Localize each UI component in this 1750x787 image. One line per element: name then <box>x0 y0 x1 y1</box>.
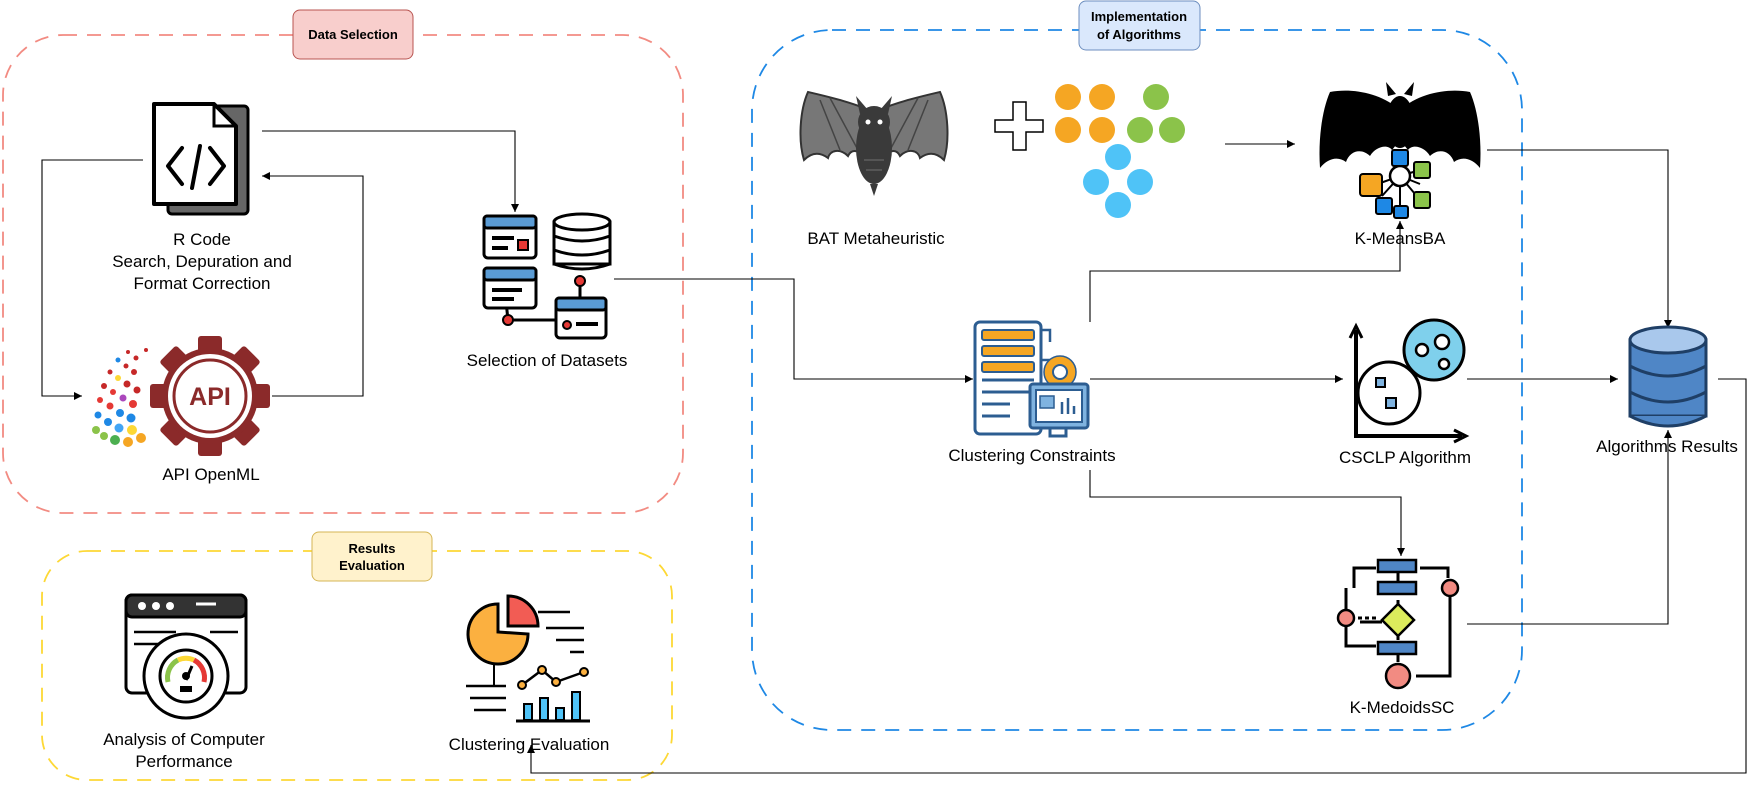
edge-kmeansba-to-results <box>1487 149 1672 328</box>
implementation-badge: Implementation of Algorithms <box>1078 0 1201 51</box>
server-gear-icon <box>973 320 1090 438</box>
kmedoidssc-label: K-MedoidsSC <box>1350 698 1455 717</box>
api-openml-label: API OpenML <box>162 465 259 484</box>
connectors <box>41 130 1747 774</box>
edge-constraints-to-kmedoidssc <box>1089 470 1405 556</box>
clustering-constraints-node: Clustering Constraints <box>948 320 1116 465</box>
api-dots <box>92 348 148 447</box>
results-evaluation-badge: Results Evaluation <box>311 531 433 582</box>
edge-constraints-to-kmeansba <box>1089 221 1404 322</box>
pie-bar-chart-icon <box>466 594 590 723</box>
implementation-group <box>751 29 1523 731</box>
results-evaluation-title-line1: Results <box>349 541 396 556</box>
results-evaluation-title-line2: Evaluation <box>339 558 405 573</box>
api-openml-node: API API OpenML <box>92 336 270 484</box>
clustering-constraints-label: Clustering Constraints <box>948 446 1115 465</box>
clustering-evaluation-label: Clustering Evaluation <box>449 735 610 754</box>
analysis-performance-node: Analysis of Computer Performance <box>103 593 265 771</box>
analysis-performance-label-line2: Performance <box>135 752 232 771</box>
csclp-label: CSCLP Algorithm <box>1339 448 1471 467</box>
r-code-node: R Code Search, Depuration and Format Cor… <box>112 102 292 293</box>
api-gear: API <box>150 336 270 456</box>
bat-metaheuristic-label: BAT Metaheuristic <box>807 229 945 248</box>
edge-rcode-to-api <box>41 159 143 400</box>
edge-datasets-to-constraints <box>614 278 973 383</box>
selection-datasets-node: Selection of Datasets <box>467 212 628 370</box>
r-code-label-line2: Search, Depuration and <box>112 252 292 271</box>
kmeansba-label: K-MeansBA <box>1355 229 1446 248</box>
api-icon-text: API <box>189 383 231 411</box>
database-cylinder <box>552 212 612 271</box>
cluster-dots-icon <box>1055 84 1185 218</box>
database-server-icon <box>482 212 612 340</box>
gear-icon <box>1043 355 1077 389</box>
server-box-top <box>482 214 538 260</box>
code-file-icon <box>152 102 250 216</box>
edge-results-to-evaluation <box>527 378 1747 774</box>
algorithms-results-node: Algorithms Results <box>1596 325 1738 456</box>
browser-gauge-icon <box>124 593 248 720</box>
bat-network-icon <box>1319 82 1481 219</box>
selection-datasets-label: Selection of Datasets <box>467 351 628 370</box>
database-icon <box>1628 325 1708 428</box>
scatter-clusters-icon <box>1348 318 1470 444</box>
data-selection-title: Data Selection <box>308 27 398 42</box>
server-box-bottom <box>554 296 608 340</box>
gauge-gear <box>142 632 230 720</box>
clustering-evaluation-node: Clustering Evaluation <box>449 594 610 754</box>
edge-rcode-to-datasets <box>262 130 519 212</box>
implementation-title-line2: of Algorithms <box>1097 27 1181 42</box>
flowchart-icon <box>1336 558 1460 690</box>
api-gear-icon: API <box>92 336 270 456</box>
kmedoidssc-node: K-MedoidsSC <box>1336 558 1460 717</box>
server-box-middle <box>482 266 538 310</box>
bat-icon <box>799 90 949 196</box>
r-code-label-line3: Format Correction <box>134 274 271 293</box>
edge-api-to-rcode <box>262 172 364 397</box>
analysis-performance-label-line1: Analysis of Computer <box>103 730 265 749</box>
r-code-label-line1: R Code <box>173 230 231 249</box>
edge-kmedoidssc-to-results <box>1467 430 1672 625</box>
bat-metaheuristic-node: BAT Metaheuristic <box>799 90 949 248</box>
kmeansba-node: K-MeansBA <box>1319 82 1481 248</box>
implementation-title-line1: Implementation <box>1091 9 1187 24</box>
data-selection-group <box>2 34 684 514</box>
data-selection-badge: Data Selection <box>292 9 414 60</box>
plus-icon <box>994 101 1044 151</box>
algorithms-results-label: Algorithms Results <box>1596 437 1738 456</box>
csclp-node: CSCLP Algorithm <box>1339 318 1471 467</box>
